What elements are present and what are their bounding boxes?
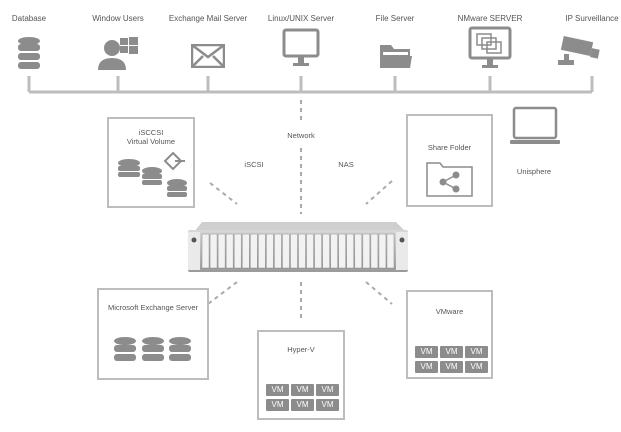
- drive-bay: [362, 233, 371, 269]
- hyperv-title: Hyper-V: [287, 345, 315, 354]
- drive-bay: [306, 233, 314, 269]
- drive-bay: [258, 233, 266, 269]
- share-folder-box: Share Folder: [406, 114, 493, 207]
- folder-icon: [380, 45, 412, 68]
- vmware-vm: VM: [415, 346, 438, 358]
- envelope-icon: [191, 44, 225, 68]
- drive-bay: [322, 233, 330, 269]
- hyperv-vm: VM: [291, 384, 314, 396]
- label-file-server: File Server: [375, 14, 415, 23]
- drive-bay: [241, 233, 250, 269]
- label-database: Database: [11, 14, 47, 23]
- drive-bay: [282, 233, 290, 269]
- iscsi-label: iSCSI: [244, 160, 264, 169]
- label-ip-surveillance: IP Surveillance: [565, 14, 619, 23]
- drive-bay: [386, 233, 395, 269]
- windows-user-icon: [98, 37, 138, 70]
- label-window-users: Window Users: [92, 14, 144, 23]
- drive-bay: [274, 233, 282, 269]
- monitor-icon: [282, 28, 320, 66]
- database-icon: [18, 37, 40, 69]
- camera-icon: [558, 36, 600, 65]
- drive-bay: [290, 233, 298, 269]
- label-linux-unix-server: Linux/UNIX Server: [267, 14, 335, 23]
- vmware-title: VMware: [435, 307, 464, 316]
- vm-monitor-icon: [468, 26, 512, 68]
- hyperv-box: Hyper-V VM VM VM VM VM VM: [257, 330, 345, 420]
- drive-bay: [233, 233, 242, 269]
- vmware-vm: VM: [415, 361, 438, 373]
- exchange-database-icons: [114, 337, 191, 361]
- exchange-server-box: Microsoft Exchange Server: [97, 288, 209, 380]
- vmware-vm: VM: [465, 361, 488, 373]
- drive-bay: [266, 233, 274, 269]
- exchange-server-title: Microsoft Exchange Server: [107, 303, 199, 312]
- vmware-vm: VM: [465, 346, 488, 358]
- drive-bay: [354, 233, 363, 269]
- hyperv-vm: VM: [266, 384, 289, 396]
- nas-label: NAS: [338, 160, 354, 169]
- unisphere-label: Unisphere: [516, 167, 552, 176]
- drive-bay: [346, 233, 355, 269]
- drive-bay: [338, 233, 346, 269]
- vmware-box: VMware VM VM VM VM VM VM: [406, 290, 493, 379]
- iscsi-volume-title-line2: Virtual Volume: [126, 137, 176, 146]
- iscsi-volume-box: iSCCSI Virtual Volume: [107, 117, 195, 208]
- hyperv-vm: VM: [316, 384, 339, 396]
- drive-bay: [298, 233, 306, 269]
- drive-bay: [370, 233, 379, 269]
- drive-bay: [209, 233, 218, 269]
- share-folder-title: Share Folder: [427, 143, 472, 152]
- drive-bay: [330, 233, 338, 269]
- drive-bay: [314, 233, 322, 269]
- drive-bay: [378, 233, 387, 269]
- drive-bay: [217, 233, 226, 269]
- drive-bay: [250, 233, 258, 269]
- hyperv-vm: VM: [291, 399, 314, 411]
- network-label: Network: [287, 131, 315, 140]
- vmware-vm: VM: [440, 346, 463, 358]
- label-nmware-server: NMware SERVER: [457, 14, 523, 23]
- laptop-icon: [510, 106, 560, 144]
- virtual-volume-icon: [118, 151, 187, 197]
- iscsi-volume-title-line1: iSCCSI: [138, 128, 164, 137]
- storage-array-icon: [188, 222, 408, 272]
- vmware-vm: VM: [440, 361, 463, 373]
- hyperv-vm: VM: [316, 399, 339, 411]
- hyperv-vm: VM: [266, 399, 289, 411]
- label-exchange-mail-server: Exchange Mail Server: [168, 14, 248, 23]
- share-folder-icon: [426, 162, 473, 197]
- drive-bay: [225, 233, 234, 269]
- drive-bay: [201, 233, 210, 269]
